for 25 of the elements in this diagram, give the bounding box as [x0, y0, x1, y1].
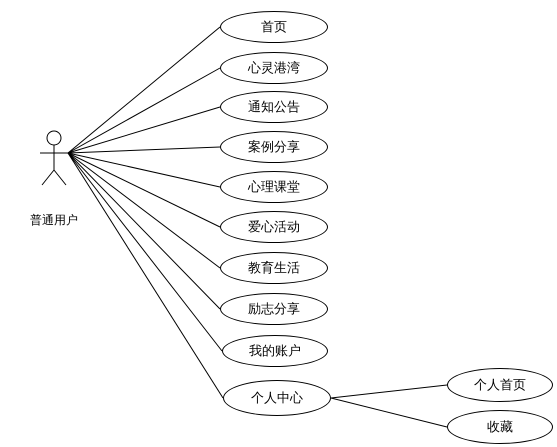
use-case-ellipse: 励志分享	[220, 293, 328, 325]
association-line	[68, 152, 220, 228]
use-case-ellipse: 爱心活动	[220, 211, 328, 243]
association-line	[68, 152, 220, 268]
association-line	[68, 152, 220, 310]
use-case-ellipse: 首页	[220, 11, 328, 43]
association-line	[68, 26, 220, 154]
use-case-ellipse: 心理课堂	[220, 171, 328, 203]
use-case-ellipse: 个人首页	[447, 368, 553, 402]
association-line	[68, 106, 220, 154]
use-case-ellipse: 收藏	[447, 410, 553, 444]
use-case-ellipse: 案例分享	[220, 131, 328, 163]
association-line	[68, 146, 220, 154]
association-line	[330, 398, 448, 428]
use-case-ellipse: 心灵港湾	[220, 52, 328, 84]
use-case-ellipse: 通知公告	[220, 91, 328, 123]
association-line	[68, 68, 220, 154]
use-case-ellipse: 个人中心	[223, 380, 331, 416]
use-case-ellipse: 我的账户	[222, 335, 328, 367]
association-line	[68, 152, 220, 188]
use-case-ellipse: 教育生活	[220, 252, 328, 284]
association-line	[330, 384, 448, 398]
association-line	[68, 152, 224, 398]
association-line	[68, 152, 222, 352]
actor-label: 普通用户	[29, 212, 79, 229]
